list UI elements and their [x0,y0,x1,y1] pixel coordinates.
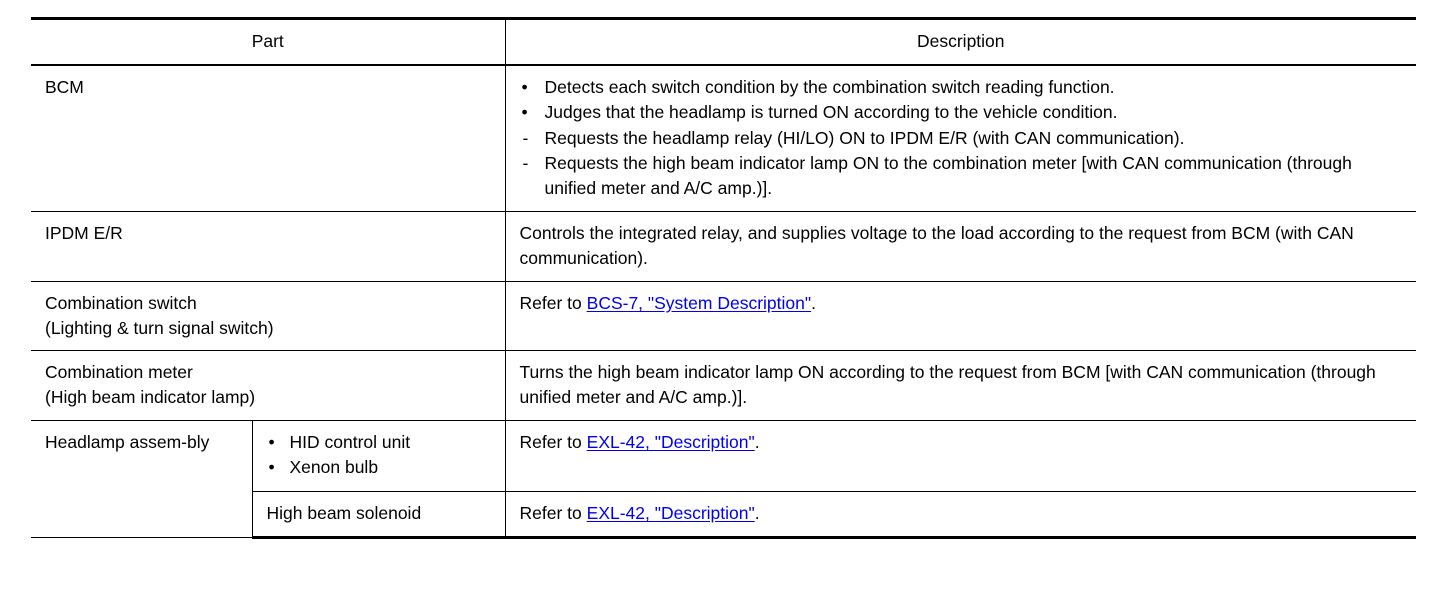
table-body: BCM • Detects each switch condition by t… [31,64,1417,539]
cell-part-combination-switch: Combination switch (Lighting & turn sign… [31,281,506,352]
spec-table-container: Part Description BCM • Detects each swit… [31,16,1417,539]
table-row-combination-switch: Combination switch (Lighting & turn sign… [31,281,1417,352]
refer-to-suffix: . [754,502,760,523]
cell-description-ipdm-er: Controls the integrated relay, and suppl… [504,211,1417,282]
cell-part-headlamp-assembly: Headlamp assem-bly [31,420,252,538]
list-item: • Judges that the headlamp is turned ON … [520,100,1405,125]
list-item: - Requests the high beam indicator lamp … [520,151,1405,201]
table-row-ipdm-er: IPDM E/R Controls the integrated relay, … [31,211,1417,282]
part-label-line1: Combination meter [45,362,193,383]
list-item: • HID control unit [267,430,493,455]
cell-description-headlamp-solenoid: Refer to EXL-42, "Description". [504,491,1417,539]
table-row-bcm: BCM • Detects each switch condition by t… [31,64,1417,213]
column-header-part: Part [31,16,506,66]
refer-to-prefix: Refer to [519,292,587,313]
cross-reference-link-exl-42-hid[interactable]: EXL-42, "Description" [586,432,755,453]
table-row-combination-meter: Combination meter (High beam indicator l… [31,350,1417,422]
table-row-headlamp-assembly-solenoid: High beam solenoid Refer to EXL-42, "Des… [31,491,1417,539]
part-label-line2: (Lighting & turn signal switch) [45,317,274,338]
cell-part-bcm: BCM [31,64,506,213]
bullet-marker-icon: • [268,432,275,453]
list-item: • Xenon bulb [267,455,493,480]
bullet-marker-icon: • [521,76,528,97]
part-label-line2: (High beam indicator lamp) [45,387,256,408]
list-item-text: Judges that the headlamp is turned ON ac… [544,102,1118,123]
table-row-headlamp-assembly-hid: Headlamp assem-bly • HID control unit • … [31,420,1417,538]
cell-part-combination-meter: Combination meter (High beam indicator l… [31,350,506,422]
part-description-table: Part Description BCM • Detects each swit… [31,16,1417,539]
table-header-row: Part Description [31,16,1417,66]
refer-to-suffix: . [811,292,816,313]
cell-part-ipdm-er: IPDM E/R [31,211,506,282]
dash-marker-icon: - [522,127,529,148]
cell-subpart-hid-list: • HID control unit • Xenon bulb [251,420,506,492]
list-item-text: Detects each switch condition by the com… [544,76,1115,97]
headlamp-subpart-list: • HID control unit • Xenon bulb [267,430,493,480]
cell-description-bcm: • Detects each switch condition by the c… [504,64,1417,213]
dash-marker-icon: - [522,152,529,173]
bcm-description-list: • Detects each switch condition by the c… [520,75,1405,201]
table-header: Part Description [31,16,1417,66]
refer-to-prefix: Refer to [519,502,587,523]
refer-to-prefix: Refer to [519,432,587,453]
part-label-line1: Combination switch [45,292,197,313]
cell-description-combination-meter: Turns the high beam indicator lamp ON ac… [504,350,1417,422]
list-item-text: Requests the high beam indicator lamp ON… [544,152,1352,198]
list-item: - Requests the headlamp relay (HI/LO) ON… [520,126,1405,151]
refer-to-suffix: . [754,432,760,453]
cross-reference-link-bcs-7[interactable]: BCS-7, "System Description" [586,292,812,313]
bullet-marker-icon: • [268,457,275,478]
list-item-text: Requests the headlamp relay (HI/LO) ON t… [544,127,1185,148]
column-header-description: Description [504,16,1417,66]
list-item: • Detects each switch condition by the c… [520,75,1405,100]
cross-reference-link-exl-42-solenoid[interactable]: EXL-42, "Description" [586,502,755,523]
cell-description-combination-switch: Refer to BCS-7, "System Description". [504,281,1417,352]
list-item-text: HID control unit [289,432,411,453]
cell-description-headlamp-hid: Refer to EXL-42, "Description". [504,420,1417,492]
list-item-text: Xenon bulb [289,457,379,478]
cell-subpart-high-beam-solenoid: High beam solenoid [251,491,506,539]
bullet-marker-icon: • [521,102,528,123]
